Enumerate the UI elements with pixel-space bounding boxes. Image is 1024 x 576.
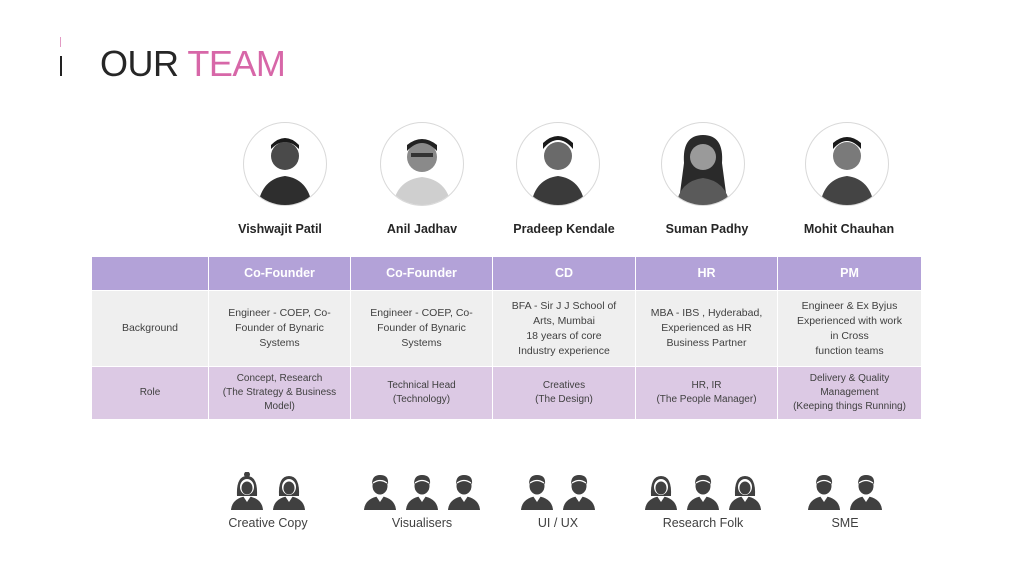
man-icon: [448, 475, 480, 510]
background-cell: MBA - IBS , Hyderabad, Experienced as HR…: [635, 290, 778, 367]
position-header: Co-Founder: [350, 256, 493, 291]
cell-line: Creatives: [542, 380, 586, 391]
cell-line: Engineer - COEP, Co-: [228, 307, 331, 319]
cell-line: in Cross: [830, 329, 869, 342]
cell-line: Delivery & Quality: [809, 373, 890, 384]
cell-line: Model): [264, 401, 295, 412]
member-name: Mohit Chauhan: [803, 222, 895, 236]
portrait-icon: [820, 137, 874, 205]
group-sme: SME: [797, 466, 893, 530]
row-label-role: Role: [91, 366, 209, 420]
cell-line: function teams: [815, 344, 884, 357]
avatar-member-1: [243, 122, 327, 206]
woman-bun-icon: [231, 472, 263, 510]
cell-line: Engineer - COEP, Co-: [370, 307, 473, 319]
group-icons: [510, 466, 606, 510]
background-cell: Engineer - COEP, Co- Founder of Bynaric …: [208, 290, 351, 367]
cell-line: Technical Head: [387, 380, 456, 391]
man-icon: [687, 475, 719, 510]
title-part-1: OUR: [100, 43, 188, 84]
cell-line: Founder of Bynaric: [377, 322, 466, 334]
page-title: OUR TEAM: [100, 42, 286, 86]
cell-line: Systems: [259, 337, 300, 349]
cell-line: Experienced with work: [796, 314, 903, 327]
group-label: Visualisers: [391, 516, 453, 530]
title-part-2: TEAM: [187, 43, 286, 84]
group-research-folk: Research Folk: [634, 466, 772, 530]
avatar-member-4: [661, 122, 745, 206]
row-label-background: Background: [91, 290, 209, 367]
man-icon: [850, 475, 882, 510]
member-name: Anil Jadhav: [386, 222, 458, 236]
group-icons: [634, 466, 772, 510]
member-name: Vishwajit Patil: [238, 222, 322, 236]
man-icon: [808, 475, 840, 510]
cell-line: Concept, Research: [236, 373, 323, 384]
role-cell: Concept, Research (The Strategy & Busine…: [208, 366, 351, 420]
position-header: CD: [492, 256, 636, 291]
man-icon: [521, 475, 553, 510]
group-ui-ux: UI / UX: [510, 466, 606, 530]
woman-icon: [729, 476, 761, 510]
cell-line: (The People Manager): [656, 394, 757, 405]
header-row: Co-Founder Co-Founder CD HR PM: [91, 256, 922, 291]
cell-line: Arts, Mumbai: [533, 314, 595, 327]
avatar-member-5: [805, 122, 889, 206]
group-creative-copy: Creative Copy: [210, 466, 326, 530]
position-header: Co-Founder: [208, 256, 351, 291]
man-icon: [563, 475, 595, 510]
man-icon: [364, 475, 396, 510]
group-icons: [797, 466, 893, 510]
cell-line: Industry experience: [518, 344, 610, 357]
avatar-member-3: [516, 122, 600, 206]
group-label: Creative Copy: [228, 516, 308, 530]
background-cell: BFA - Sir J J School of Arts, Mumbai 18 …: [492, 290, 636, 367]
cell-line: BFA - Sir J J School of: [511, 299, 617, 312]
position-header: HR: [635, 256, 778, 291]
background-row: Background Engineer - COEP, Co- Founder …: [91, 290, 922, 367]
background-cell: Engineer & Ex Byjus Experienced with wor…: [777, 290, 922, 367]
woman-icon: [273, 476, 305, 510]
accent-bar: [60, 56, 62, 76]
man-icon: [406, 475, 438, 510]
cell-line: 18 years of core: [526, 329, 602, 342]
role-cell: HR, IR (The People Manager): [635, 366, 778, 420]
cell-line: Engineer & Ex Byjus: [801, 299, 898, 312]
cell-line: (Keeping things Running): [793, 401, 906, 412]
group-icons: [210, 466, 326, 510]
cell-line: Experienced as HR: [661, 322, 752, 334]
background-cell: Engineer - COEP, Co- Founder of Bynaric …: [350, 290, 493, 367]
group-label: SME: [831, 516, 859, 530]
role-cell: Technical Head (Technology): [350, 366, 493, 420]
cell-line: (The Strategy & Business: [222, 387, 337, 398]
avatar-member-2: [380, 122, 464, 206]
role-cell: Creatives (The Design): [492, 366, 636, 420]
member-name: Suman Padhy: [665, 222, 749, 236]
cell-line: (Technology): [392, 394, 451, 405]
cell-line: (The Design): [535, 394, 593, 405]
group-visualisers: Visualisers: [352, 466, 492, 530]
group-icons: [352, 466, 492, 510]
portrait-icon: [258, 138, 312, 205]
position-header: PM: [777, 256, 922, 291]
portrait-icon: [393, 139, 451, 205]
group-label: Research Folk: [662, 516, 744, 530]
portrait-icon: [676, 135, 730, 205]
header-empty-cell: [91, 256, 209, 291]
cell-line: Management: [820, 387, 879, 398]
cell-line: HR, IR: [691, 380, 722, 391]
team-table: Co-Founder Co-Founder CD HR PM Backgroun…: [91, 256, 922, 420]
cell-line: Founder of Bynaric: [235, 322, 324, 334]
portrait-icon: [531, 136, 585, 205]
group-label: UI / UX: [537, 516, 579, 530]
cell-line: Business Partner: [666, 337, 747, 349]
cell-line: MBA - IBS , Hyderabad,: [650, 307, 763, 319]
accent-bar-top: [60, 37, 61, 47]
member-name: Pradeep Kendale: [513, 222, 615, 236]
role-cell: Delivery & Quality Management (Keeping t…: [777, 366, 922, 420]
cell-line: Systems: [401, 337, 442, 349]
role-row: Role Concept, Research (The Strategy & B…: [91, 366, 922, 420]
woman-icon: [645, 476, 677, 510]
